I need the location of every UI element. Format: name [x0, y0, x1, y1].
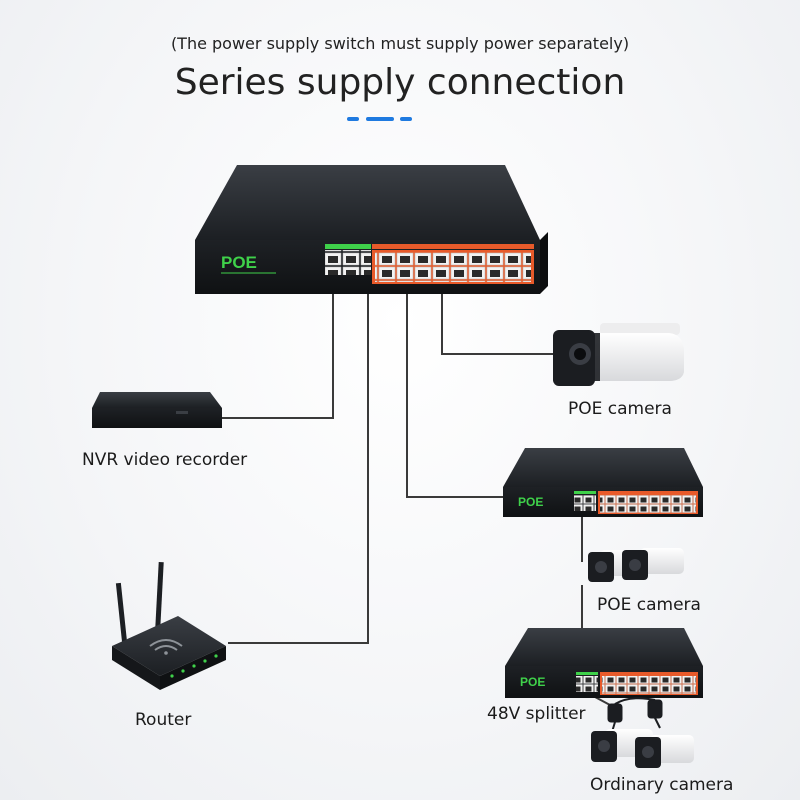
main-switch-uplink-ports: [325, 250, 371, 275]
switch-c-ports: [602, 676, 696, 694]
cable-nvr: [222, 288, 334, 419]
poe-camera-mid: [588, 548, 684, 582]
wifi-icon: [149, 639, 183, 655]
switch-c-logo: POE: [520, 675, 545, 689]
main-switch: POE: [195, 165, 548, 294]
label-ordinary-camera: Ordinary camera: [590, 775, 734, 795]
subtitle: (The power supply switch must supply pow…: [170, 34, 630, 53]
title-underline-dash-1: [347, 117, 359, 121]
router-device: [112, 561, 226, 690]
splitter-device: [607, 697, 663, 733]
label-nvr: NVR video recorder: [82, 450, 248, 470]
title-underline-dash-2: [366, 117, 394, 121]
title-underline-dash-3: [400, 117, 412, 121]
cable-router: [228, 288, 369, 644]
main-switch-logo: POE: [221, 253, 257, 272]
switch-b-logo: POE: [518, 495, 543, 509]
label-splitter: 48V splitter: [487, 704, 586, 724]
cable-switch-b: [406, 288, 505, 498]
cable-poe-camera-top: [441, 288, 555, 355]
nvr-device: [92, 392, 222, 428]
switch-c: POE: [505, 628, 703, 698]
page-title: Series supply connection: [174, 62, 626, 103]
label-poe-camera-top: POE camera: [568, 399, 672, 419]
label-poe-camera-mid: POE camera: [597, 595, 701, 615]
ordinary-camera: [591, 729, 694, 768]
switch-b: POE: [503, 448, 703, 517]
poe-camera-top: [553, 323, 684, 386]
switch-b-ports: [600, 495, 696, 513]
main-switch-poe-ports: [375, 252, 531, 282]
label-router: Router: [135, 710, 192, 730]
